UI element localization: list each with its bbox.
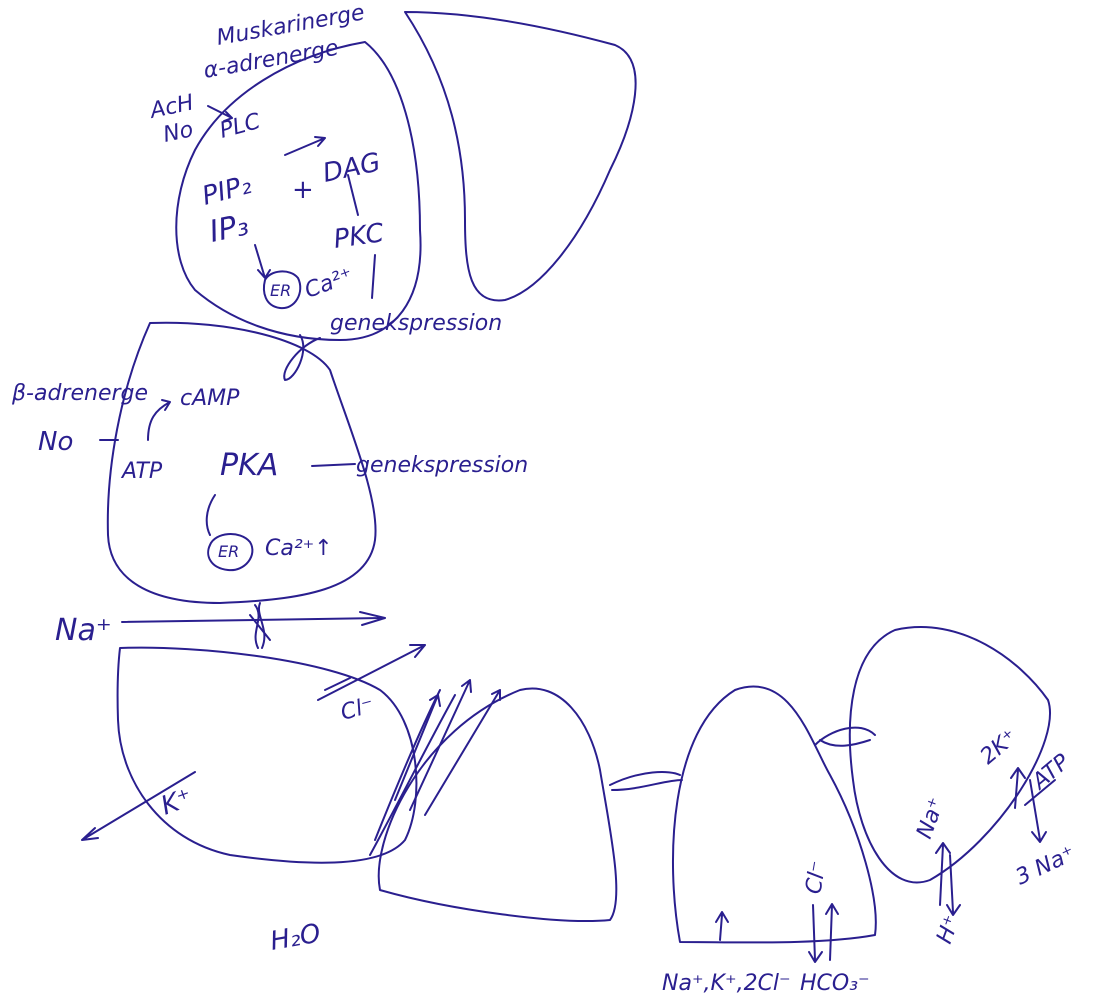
arrow-cl-out	[318, 645, 425, 700]
label-pip2: PIP₂	[199, 170, 255, 212]
label-gene-expression-mid: genekspression	[356, 453, 528, 478]
label-plus: +	[292, 175, 314, 205]
cell-bottom-right	[673, 686, 876, 942]
junction-knot-middle	[250, 603, 270, 648]
label-er-top: ER	[270, 281, 291, 300]
label-cl-minus-left: Cl⁻	[338, 693, 376, 726]
label-h2o: H₂O	[268, 919, 323, 957]
label-no-top: No	[161, 117, 195, 148]
junction-knot-middle-bottom	[610, 772, 682, 790]
arrow-atp-to-camp	[148, 400, 170, 440]
arrow-ip3-to-er	[255, 245, 270, 278]
line-pka-to-gene	[312, 464, 355, 466]
label-3-na-plus: 3 Na⁺	[1012, 841, 1079, 890]
label-beta-adrenergic: β-adrenerge	[11, 381, 148, 406]
label-hco3: HCO₃⁻	[800, 971, 870, 996]
cell-bottom-left	[118, 648, 417, 863]
label-pkc: PKC	[332, 218, 387, 255]
label-cotransport: Na⁺,K⁺,2Cl⁻	[662, 971, 791, 996]
line-pkc-to-gene	[372, 255, 375, 298]
label-gene-expression-top: genekspression	[330, 311, 502, 336]
cell-far-right	[850, 627, 1050, 882]
arrow-pip2-to-dag	[285, 137, 325, 155]
label-2k-plus: 2K⁺	[976, 725, 1023, 770]
arrow-cotransport-in	[716, 912, 728, 940]
label-cl-minus-right: Cl⁻	[801, 859, 831, 896]
label-no-mid: No	[38, 427, 73, 457]
label-na-plus: Na⁺	[55, 613, 112, 648]
label-er-mid: ER	[218, 542, 239, 561]
label-k-plus-left: K⁺	[157, 783, 196, 822]
junction-knot-left-bottom	[370, 690, 455, 855]
line-pka-to-er	[207, 495, 215, 535]
arrow-cl-in	[826, 904, 838, 960]
label-camp: cAMP	[180, 386, 240, 411]
label-ca-top: Ca²⁺	[302, 263, 357, 303]
label-na-plus-right: Na⁺	[912, 794, 950, 842]
label-ip3: IP₃	[206, 207, 251, 249]
arrow-hco3-out	[809, 905, 822, 962]
label-dag: DAG	[320, 147, 383, 188]
cell-top-right	[405, 12, 636, 300]
label-ca-mid: Ca²⁺↑	[265, 536, 333, 561]
label-h-plus: H⁺	[932, 912, 965, 947]
arrow-h2o-1	[395, 695, 440, 800]
label-pka: PKA	[220, 448, 278, 483]
label-atp-right: ATP	[1026, 749, 1075, 796]
junction-knot-right	[815, 728, 875, 746]
label-atp-mid: ATP	[120, 459, 163, 484]
